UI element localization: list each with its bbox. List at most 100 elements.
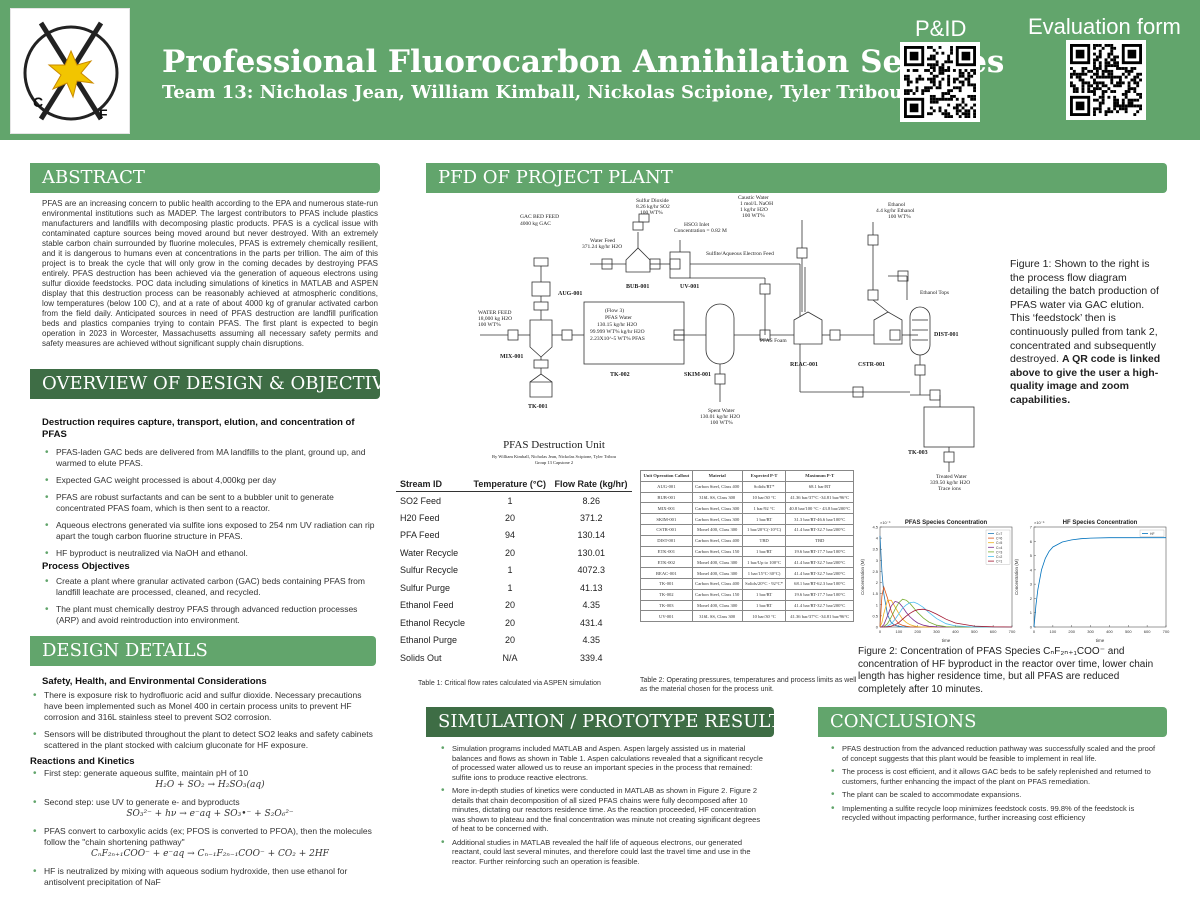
- table-header: Unit Operation Callout: [640, 470, 693, 482]
- reactions-heading: Reactions and Kinetics: [30, 756, 135, 767]
- cond-table-header: PFAS Destruction Unit By William Kimball…: [492, 439, 617, 465]
- table-cell: 41.36 bar/37°C -34.81 bar/96°C: [785, 491, 854, 504]
- legend-label: C=6: [996, 537, 1002, 541]
- table-cell: 41.4 bar/RT-32.7 bar/200°C: [785, 599, 854, 612]
- pfd-hso3: Concentration = 0.82 M: [674, 228, 727, 234]
- pid-qr-code[interactable]: [900, 42, 980, 122]
- y-tick-label: 1: [876, 602, 879, 607]
- figure2-caption: Figure 2: Concentration of PFAS Species …: [858, 646, 1154, 695]
- table-cell: Sulfur Recycle: [400, 565, 459, 576]
- unit-bub: BUB-001: [626, 284, 649, 290]
- table-cell: Monel 400, Class 300: [691, 567, 743, 579]
- pfd-so2: 8.26 kg/hr SO2: [636, 204, 670, 210]
- pfd-treated: Trace ions: [938, 486, 961, 492]
- table-cell: Sulfur Purge: [400, 582, 451, 593]
- table-cell: 4072.3: [577, 565, 605, 576]
- legend-label: C=2: [996, 555, 1002, 559]
- table-cell: 10 bar/30 °C: [741, 491, 787, 504]
- table-cell: 1: [507, 565, 513, 576]
- figure1-caption: Figure 1: Shown to the right is the proc…: [1010, 258, 1162, 408]
- team-logo: C F: [10, 8, 130, 134]
- x-axis-label: time: [1096, 638, 1105, 643]
- objective-bullet: The plant must chemically destroy PFAS t…: [42, 604, 378, 626]
- overview-bullet: Aqueous electrons generated via sulfite …: [42, 520, 378, 542]
- x-tick-label: 100: [896, 629, 903, 634]
- table-cell: CSTR-001: [640, 523, 693, 536]
- x-tick-label: 700: [1009, 629, 1016, 634]
- table-cell: Ethanol Feed: [400, 600, 454, 611]
- pfd-treated: 339.50 kg/hr H2O: [930, 480, 970, 486]
- y-tick-label: 4: [876, 536, 879, 541]
- qr-code-icon: [1070, 44, 1142, 116]
- series-line-c-3: [880, 598, 1012, 628]
- table-cell: 19.6 bar/RT-17.7 bar/100°C: [785, 545, 854, 558]
- table-cell: 130.14: [577, 530, 605, 541]
- x-tick-label: 300: [1087, 629, 1094, 634]
- unit-cstr: CSTR-001: [858, 362, 885, 368]
- x-axis-label: time: [942, 638, 951, 643]
- series-line-c-2: [880, 601, 1012, 628]
- x-tick-label: 500: [1125, 629, 1132, 634]
- table-cell: 1: [507, 582, 513, 593]
- table-cell: PFA Feed: [400, 530, 440, 541]
- table-cell: 130.01: [577, 547, 605, 558]
- pfd-wfeed: 371.24 kg/hr H2O: [582, 244, 622, 250]
- conclusions-heading: CONCLUSIONS: [818, 707, 1167, 737]
- table-cell: 1 bar/92 °C: [741, 502, 787, 515]
- figure1-caption-bold: A QR code is linked above to give the us…: [1010, 353, 1161, 406]
- pfd-flow3: 2.23X10^-5 WT% PFAS: [590, 336, 645, 342]
- x-tick-label: 600: [990, 629, 997, 634]
- y-tick-label: 7: [1030, 525, 1033, 530]
- table-cell: Water Recycle: [400, 547, 459, 558]
- table-cell: Solids/20°C - 92°C*: [741, 577, 787, 590]
- table-cell: 8.26: [582, 495, 600, 506]
- table-cell: 20: [504, 635, 515, 646]
- eval-qr-code[interactable]: [1066, 40, 1146, 120]
- table-cell: 68.1 bar/RT-62.3 bar/100°C: [785, 577, 854, 590]
- table-header: Expected P-T: [741, 470, 787, 482]
- x-tick-label: 0: [1033, 629, 1036, 634]
- eval-qr-label: Evaluation form: [1028, 14, 1181, 39]
- y-axis-label: Concentration (M): [860, 558, 865, 595]
- overview-bullet: PFAS-laden GAC beds are delivered from M…: [42, 447, 378, 469]
- pfd-ethanol: Ethanol: [888, 202, 906, 208]
- x-tick-label: 300: [933, 629, 940, 634]
- pfd-gac-amt: 4000 kg GAC: [520, 221, 551, 227]
- y-multiplier: ×10⁻⁵: [1034, 520, 1045, 525]
- cond-table-authors: By William Kimball, Nicholas Jean, Nicko…: [492, 454, 617, 460]
- x-tick-label: 200: [914, 629, 921, 634]
- y-tick-label: 1.5: [872, 591, 878, 596]
- conclusion-bullet: The plant can be scaled to accommodate e…: [828, 790, 1162, 800]
- process-flow-diagram[interactable]: GAC BED FEED 4000 kg GAC WATER FEED 18,0…: [470, 192, 990, 492]
- cond-table-group: Group 13 Capstone 2: [535, 460, 573, 465]
- table-cell: TK-002: [640, 588, 693, 601]
- pfd-caustic: 1 mol/L NaOH: [740, 201, 773, 207]
- conclusion-bullet: PFAS destruction from the advanced reduc…: [828, 744, 1162, 763]
- x-tick-label: 200: [1068, 629, 1075, 634]
- table-cell: Solids Out: [400, 652, 442, 663]
- table-header: Material: [691, 470, 743, 482]
- abstract-heading: ABSTRACT: [30, 163, 380, 193]
- safety-bullet: There is exposure risk to hydrofluoric a…: [30, 690, 376, 723]
- table-cell: ETK-001: [640, 545, 693, 558]
- objectives-bullets: Create a plant where granular activated …: [42, 576, 378, 632]
- plot-area: [1033, 526, 1167, 628]
- qr-code-icon: [904, 46, 976, 118]
- y-tick-label: 0: [876, 625, 879, 630]
- overview-bullets: PFAS-laden GAC beds are delivered from M…: [42, 447, 378, 565]
- pfd-wfeed: Water Feed: [590, 238, 615, 244]
- y-tick-label: 1: [1030, 610, 1033, 615]
- pfd-flow3: 99.999 WT% kg/hr H2O: [590, 329, 645, 335]
- pfd-gac-feed: GAC BED FEED: [520, 214, 559, 220]
- pfd-caustic: Caustic Water: [738, 195, 769, 201]
- x-tick-label: 400: [952, 629, 959, 634]
- reaction-step: PFAS convert to carboxylic acids (ex; PF…: [30, 826, 376, 860]
